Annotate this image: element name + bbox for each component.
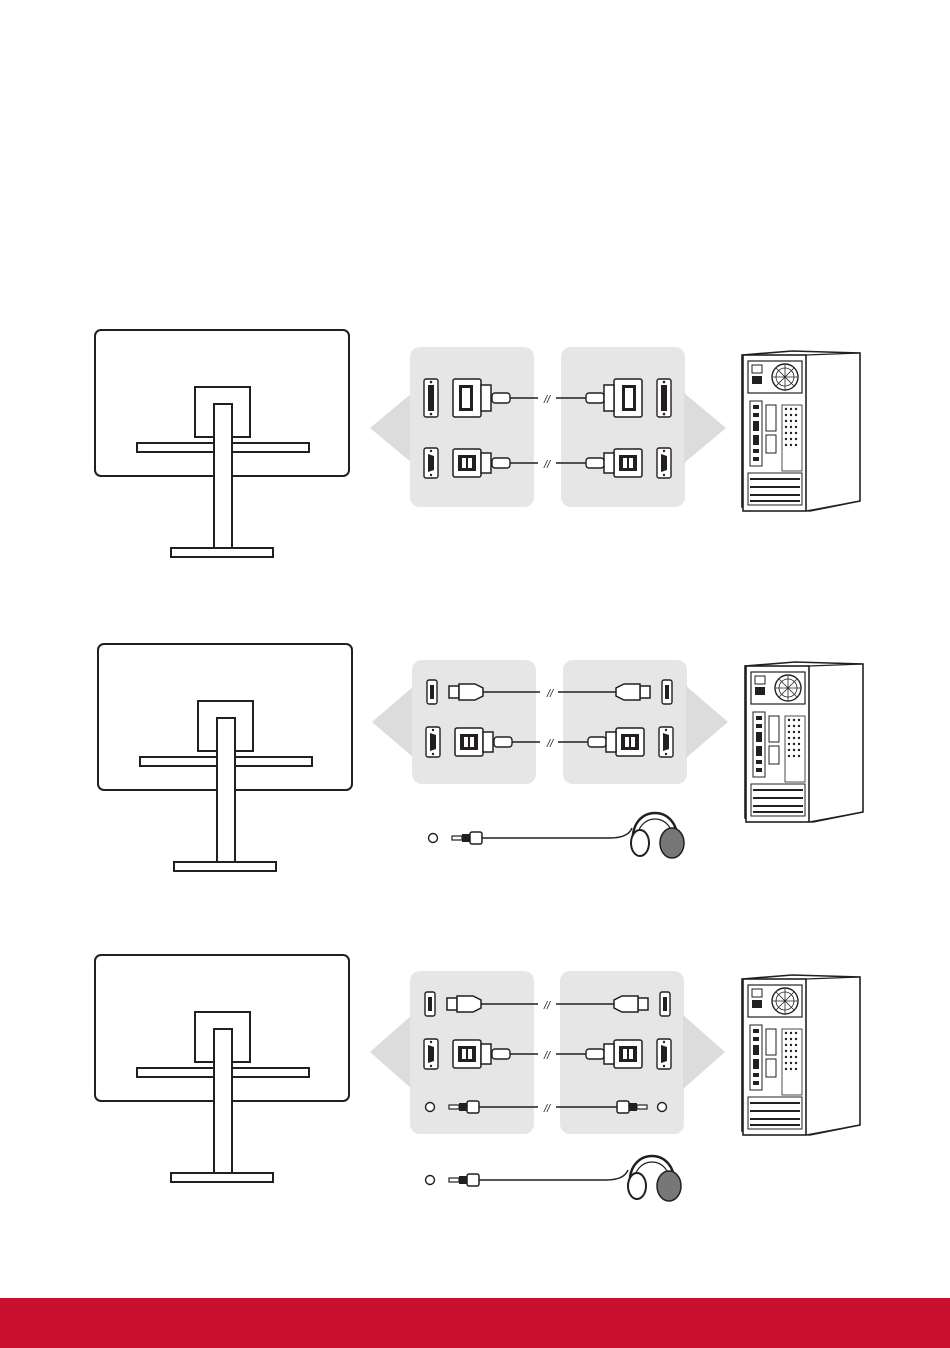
dvi-port-icon	[424, 379, 438, 417]
pc-direction-arrow	[683, 1015, 725, 1089]
hdmi-plug-left	[447, 996, 481, 1012]
vga-port-icon	[424, 448, 438, 478]
pc-port-panel	[561, 347, 685, 507]
ferrite-core	[492, 1049, 510, 1059]
hdmi-port-icon	[425, 992, 435, 1016]
headphone-cable	[479, 1170, 628, 1180]
diagram-hdmi-vga-headphone: // //	[98, 644, 863, 871]
monitor-port-panel	[410, 347, 534, 507]
ferrite-core	[586, 393, 604, 403]
audio-port-icon	[658, 1103, 667, 1112]
audio-port-icon	[429, 834, 438, 843]
pc-port-panel	[563, 660, 687, 784]
monitor-back-image	[95, 955, 349, 1182]
vga-port-icon	[659, 727, 673, 757]
diagram-hdmi-vga-audio-headphone: // // //	[95, 955, 860, 1201]
pc-direction-arrow	[686, 686, 728, 758]
cable-break-mark: //	[546, 738, 554, 750]
pc-tower-image	[740, 349, 860, 511]
cable-break-mark: //	[543, 1000, 551, 1012]
ferrite-core	[586, 458, 604, 468]
headphones-icon	[628, 1156, 681, 1201]
cable-break-mark: //	[543, 1103, 551, 1115]
pc-tower-image	[743, 660, 863, 822]
vga-port-icon	[657, 448, 671, 478]
pc-direction-arrow	[684, 393, 726, 463]
dvi-port-icon	[657, 379, 671, 417]
vga-port-icon	[657, 1039, 671, 1069]
ferrite-core	[586, 1049, 604, 1059]
monitor-port-panel	[412, 660, 536, 784]
cable-break-mark: //	[543, 1050, 551, 1062]
ferrite-core	[492, 393, 510, 403]
dvi-plug-left	[453, 379, 491, 417]
footer-brand-bar	[0, 1298, 950, 1348]
hdmi-plug-right	[616, 684, 650, 700]
monitor-direction-arrow	[370, 393, 412, 463]
dvi-plug-right	[604, 379, 642, 417]
monitor-back-image	[98, 644, 352, 871]
ferrite-core	[588, 737, 606, 747]
headphones-icon	[631, 813, 684, 858]
diagram-dvi-vga: // //	[95, 330, 860, 557]
audio-plug	[452, 832, 482, 844]
vga-plug-right	[606, 728, 644, 756]
vga-port-icon	[426, 727, 440, 757]
hdmi-plug-left	[449, 684, 483, 700]
monitor-direction-arrow	[372, 686, 414, 758]
hdmi-port-icon	[662, 680, 672, 704]
ferrite-core	[494, 737, 512, 747]
hdmi-port-icon	[660, 992, 670, 1016]
pc-tower-image	[740, 973, 860, 1135]
vga-plug-right	[604, 1040, 642, 1068]
audio-plug	[449, 1174, 479, 1186]
ferrite-core	[492, 458, 510, 468]
cable-break-mark: //	[546, 688, 554, 700]
hdmi-port-icon	[427, 680, 437, 704]
audio-port-icon	[426, 1176, 435, 1185]
cable-break-mark: //	[543, 394, 551, 406]
vga-plug-left	[455, 728, 493, 756]
cable-break-mark: //	[543, 459, 551, 471]
headphone-cable	[482, 828, 632, 838]
hdmi-plug-right	[614, 996, 648, 1012]
vga-plug-left	[453, 449, 491, 477]
vga-plug-right	[604, 449, 642, 477]
audio-port-icon	[426, 1103, 435, 1112]
vga-plug-left	[453, 1040, 491, 1068]
monitor-direction-arrow	[370, 1015, 412, 1089]
monitor-back-image	[95, 330, 349, 557]
vga-port-icon	[424, 1039, 438, 1069]
